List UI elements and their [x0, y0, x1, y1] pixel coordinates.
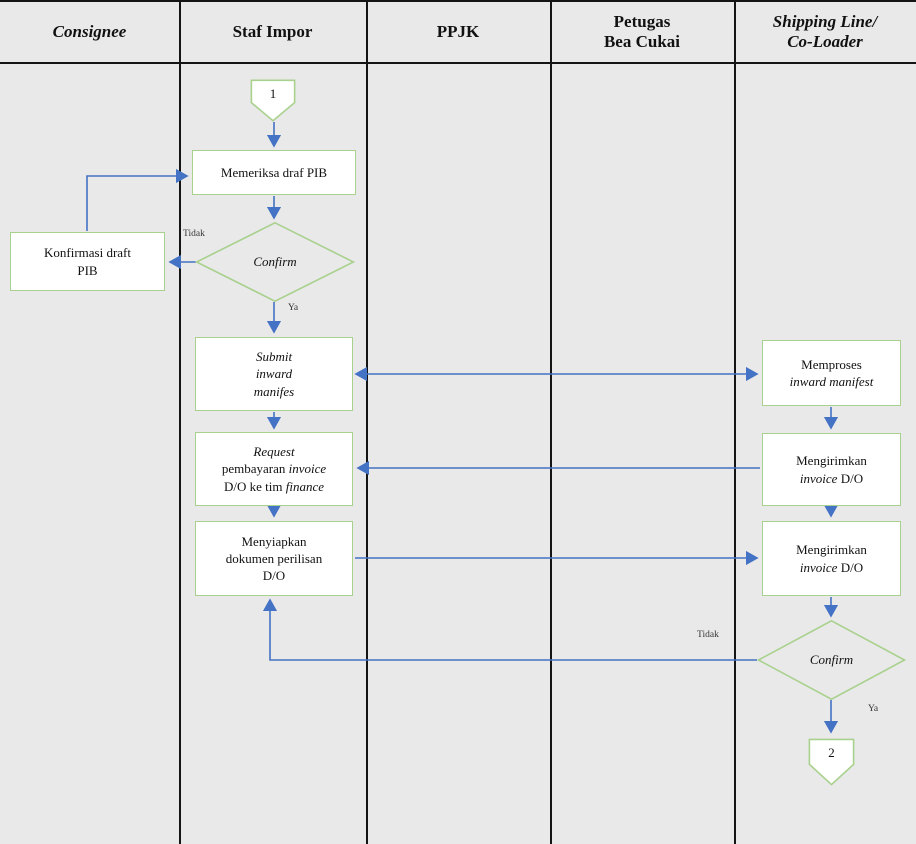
pentagon-shape — [250, 79, 296, 122]
arrow-confirm-tidak-to-menyiapkan — [262, 598, 757, 661]
header-label: Petugas — [613, 11, 671, 31]
lane-header-petugas-bea-cukai: Petugas Bea Cukai — [550, 2, 734, 62]
node-memproses-inward-manifest: Memproses inward manifest — [762, 340, 901, 406]
lane-divider-4 — [734, 0, 736, 844]
offpage-connector-1: 1 — [250, 79, 296, 122]
node-text: PIB — [77, 262, 98, 278]
node-text: inward manifest — [789, 374, 874, 389]
header-label: Staf Impor — [232, 21, 313, 41]
decision-label: Confirm — [253, 254, 297, 269]
header-label: Co-Loader — [787, 32, 863, 51]
node-mengirimkan-invoice-do-2: Mengirimkan invoice D/O — [762, 521, 901, 596]
diamond-shape — [195, 222, 355, 302]
node-text: D/O — [262, 568, 286, 584]
header-label: Shipping Line/ — [772, 11, 878, 31]
node-text: D/O ke tim — [223, 478, 286, 494]
lane-divider-3 — [550, 0, 552, 844]
lane-header-ppjk: PPJK — [366, 2, 550, 62]
pentagon-shape — [808, 738, 855, 786]
node-text: Konfirmasi draft — [43, 245, 131, 261]
decision-confirm-right: Confirm — [757, 620, 906, 700]
node-text: Mengirimkan — [796, 453, 867, 469]
node-text: Memeriksa draf PIB — [220, 164, 328, 180]
node-text: Menyiapkan — [241, 533, 307, 549]
lane-divider-1 — [179, 0, 181, 844]
offpage-connector-2: 2 — [808, 738, 855, 786]
node-text: invoice — [288, 461, 327, 477]
node-text: pembayaran — [221, 461, 289, 477]
node-memeriksa-draf-pib: Memeriksa draf PIB — [192, 150, 356, 195]
node-text: Request — [253, 444, 295, 460]
arrow-konfirmasi-to-memeriksa — [86, 168, 189, 231]
node-menyiapkan-dokumen-perilisan: Menyiapkan dokumen perilisan D/O — [195, 521, 353, 596]
decision-confirm-left: Confirm — [195, 222, 355, 302]
node-text: manifes — [253, 383, 295, 399]
diamond-shape — [757, 620, 906, 700]
lane-divider-2 — [366, 0, 368, 844]
edge-label-tidak-left: Tidak — [183, 229, 205, 239]
edge-label-ya-left: Ya — [288, 303, 299, 313]
node-text: Memproses — [801, 356, 862, 372]
node-text: invoice — [799, 559, 838, 575]
node-text: finance — [285, 478, 324, 494]
header-divider — [0, 62, 916, 64]
edge-label-ya-right: Ya — [868, 704, 879, 714]
node-text: D/O — [837, 559, 864, 575]
node-text: invoice — [799, 470, 838, 486]
node-request-pembayaran-invoice: Request pembayaran invoice D/O ke tim fi… — [195, 432, 353, 506]
header-label: PPJK — [436, 21, 480, 41]
connector-number: 2 — [828, 745, 835, 760]
lane-header-consignee: Consignee — [0, 2, 179, 62]
lane-header-shipping-line-co-loader: Shipping Line/ Co-Loader — [734, 2, 916, 62]
node-text: Submit — [255, 349, 293, 365]
node-mengirimkan-invoice-do-1: Mengirimkan invoice D/O — [762, 433, 901, 506]
header-label: Bea Cukai — [603, 32, 681, 51]
node-text: dokumen perilisan — [225, 550, 323, 566]
node-text: inward — [255, 366, 293, 382]
decision-label: Confirm — [809, 652, 854, 667]
header-label: Consignee — [52, 21, 127, 41]
connector-number: 1 — [269, 86, 277, 101]
lane-header-staf-impor: Staf Impor — [179, 2, 366, 62]
node-text: D/O — [837, 470, 864, 486]
edge-label-tidak-right: Tidak — [697, 630, 719, 640]
node-konfirmasi-draft-pib: Konfirmasi draft PIB — [10, 232, 165, 291]
node-text: Mengirimkan — [796, 542, 867, 558]
top-border — [0, 0, 916, 2]
node-submit-inward-manifes: Submit inward manifes — [195, 337, 353, 411]
